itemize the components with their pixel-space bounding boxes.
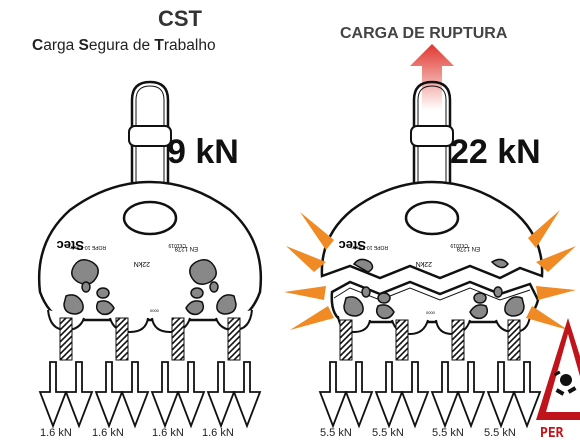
right-leg-label: 5.5 kN: [320, 427, 352, 439]
left-arrow-1: [38, 361, 68, 429]
burst-rays: [284, 210, 576, 330]
svg-text:ROPE 10-13mm: ROPE 10-13mm: [351, 244, 388, 250]
danger-warning-icon: [536, 318, 580, 439]
left-arrow-8: [232, 361, 262, 429]
svg-text:22kN: 22kN: [134, 260, 150, 267]
svg-text:ROPE 10-13mm: ROPE 10-13mm: [69, 244, 106, 250]
left-leg-label: 1.6 kN: [152, 427, 184, 439]
left-arrow-6: [176, 361, 206, 429]
left-rope-3: [171, 317, 185, 361]
subtitle-part: T: [154, 37, 164, 54]
svg-text:C€1019: C€1019: [168, 242, 186, 248]
svg-text:EN 1278: EN 1278: [174, 245, 198, 251]
left-arrow-7: [206, 361, 236, 429]
svg-text:0000: 0000: [150, 308, 160, 313]
svg-text:0000: 0000: [426, 310, 436, 315]
right-load-value: 22 kN: [450, 133, 541, 171]
up-force-arrow: [410, 44, 454, 110]
left-rope-1: [59, 317, 73, 361]
right-leg-label: 5.5 kN: [432, 427, 464, 439]
left-rigging-plate: Stec ROPE 10-13mm 22kN C€1019 EN 1278 00…: [37, 80, 263, 429]
svg-text:C€1019: C€1019: [450, 242, 468, 248]
svg-text:22kN: 22kN: [416, 260, 432, 267]
left-subtitle: Carga Segura de Trabalho: [10, 37, 350, 55]
left-rope-4: [227, 317, 241, 361]
right-leg-label: 5.5 kN: [484, 427, 516, 439]
left-arrow-3: [94, 361, 124, 429]
left-arrow-2: [64, 361, 94, 429]
right-rigging-plate: Stec ROPE 10-13mm 22kN C€1019 EN 1278: [284, 44, 576, 429]
subtitle-part: arga: [43, 37, 79, 54]
left-leg-label: 1.6 kN: [202, 427, 234, 439]
subtitle-part: C: [32, 37, 44, 54]
danger-label: PER: [540, 426, 564, 441]
left-rope-2: [115, 317, 129, 361]
svg-text:Stec: Stec: [339, 238, 366, 253]
left-leg-label: 1.6 kN: [92, 427, 124, 439]
left-top-eye: [122, 200, 178, 236]
left-arrow-5: [150, 361, 180, 429]
left-leg-label: 1.6 kN: [40, 427, 72, 439]
subtitle-part: egura de: [88, 37, 155, 54]
left-top-rope: [130, 80, 170, 210]
right-leg-label: 5.5 kN: [372, 427, 404, 439]
subtitle-part: rabalho: [163, 37, 216, 54]
svg-text:Stec: Stec: [57, 238, 84, 253]
subtitle-part: S: [78, 37, 89, 54]
left-title: CST: [158, 6, 202, 31]
svg-text:EN 1278: EN 1278: [456, 245, 480, 251]
left-arrow-4: [120, 361, 150, 429]
right-title: CARGA DE RUPTURA: [340, 25, 508, 42]
left-load-value: 9 kN: [167, 133, 239, 171]
